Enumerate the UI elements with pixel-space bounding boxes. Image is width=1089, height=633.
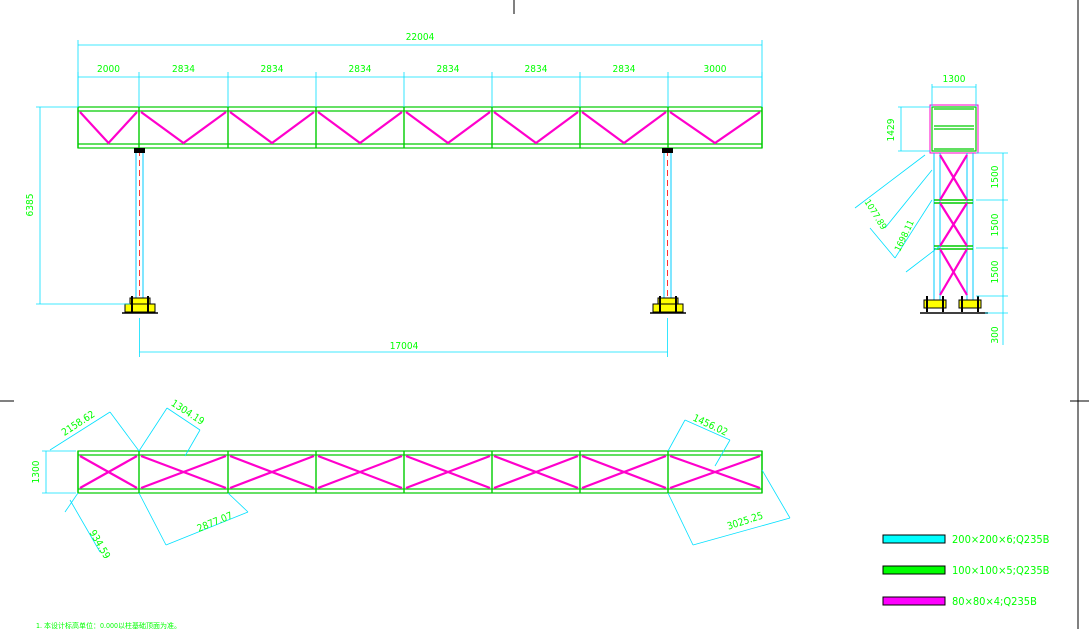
column-height-dim: 6385 (25, 194, 36, 217)
span-dim-0: 2000 (97, 64, 120, 75)
plan-dim-3: 934.59 (87, 528, 112, 561)
overall-length-dim: 22004 (406, 32, 435, 43)
span-dim-2: 2834 (261, 64, 284, 75)
elevation-brace-2 (229, 111, 315, 145)
plan-brace-b-1 (140, 454, 227, 490)
plan-brace-b-5 (493, 454, 579, 490)
legend-label-1: 100×100×5;Q235B (952, 564, 1050, 577)
plan-brace-b-4 (405, 454, 491, 490)
legend-swatch-2 (882, 596, 946, 606)
elevation-brace-0 (79, 111, 138, 145)
side-panel-dim-3: 1500 (990, 260, 1001, 283)
elevation-brace-6 (581, 111, 667, 145)
side-width-dim: 1300 (943, 74, 966, 85)
column-spacing-dim: 17004 (390, 341, 419, 352)
side-panel-dim-2: 1500 (990, 213, 1001, 236)
plan-width-dim: 1300 (31, 460, 42, 483)
span-dim-6: 2834 (613, 64, 636, 75)
plan-brace-b-7 (669, 454, 761, 490)
column-left (135, 150, 144, 300)
plan-brace-b-0 (79, 455, 138, 489)
column-right (663, 150, 672, 300)
elevation-brace-1 (140, 111, 227, 145)
elevation-brace-7 (669, 111, 761, 145)
plan-view: 1300 2158.62 1304.19 934.59 2877.07 1456… (31, 398, 791, 561)
side-diag-dim-1: 1077.89 (862, 198, 888, 232)
side-view: 1300 1429 1500 1500 1500 300 1077.89 169… (854, 74, 1008, 345)
column-base-right (650, 296, 686, 314)
plan-brace-b-6 (581, 454, 667, 490)
design-note: 1. 本设计标高单位：0.000以柱基础顶面为准。 (36, 621, 181, 629)
elevation-brace-5 (493, 111, 579, 145)
elevation-brace-4 (405, 111, 491, 145)
span-dim-5: 2834 (525, 64, 548, 75)
column-base-left (122, 296, 158, 314)
legend-label-2: 80×80×4;Q235B (952, 595, 1037, 608)
side-base (920, 296, 988, 314)
side-base-height-dim: 300 (990, 326, 1001, 343)
plan-brace-b-3 (317, 454, 403, 490)
span-dim-4: 2834 (437, 64, 460, 75)
legend-swatch-0 (882, 534, 946, 544)
span-dim-1: 2834 (172, 64, 195, 75)
elevation-brace-3 (317, 111, 403, 145)
plan-dim-5: 1456.02 (691, 413, 729, 439)
span-dim-7: 3000 (704, 64, 727, 75)
side-truss-height-dim: 1429 (886, 118, 897, 141)
plan-dim-6: 3025.25 (726, 511, 765, 533)
side-diag-dim-2: 1698.11 (894, 219, 917, 254)
legend-label-0: 200×200×6;Q235B (952, 533, 1050, 546)
plan-dim-4: 2877.07 (196, 511, 235, 535)
plan-brace-b-2 (229, 454, 315, 490)
legend: 200×200×6;Q235B 100×100×5;Q235B 80×80×4;… (882, 533, 1050, 608)
side-panel-dim-1: 1500 (990, 165, 1001, 188)
span-dim-3: 2834 (349, 64, 372, 75)
legend-swatch-1 (882, 565, 946, 575)
elevation-view: 22004 2000 2834 2834 2834 2834 2834 2834 3000 6… (25, 32, 763, 357)
